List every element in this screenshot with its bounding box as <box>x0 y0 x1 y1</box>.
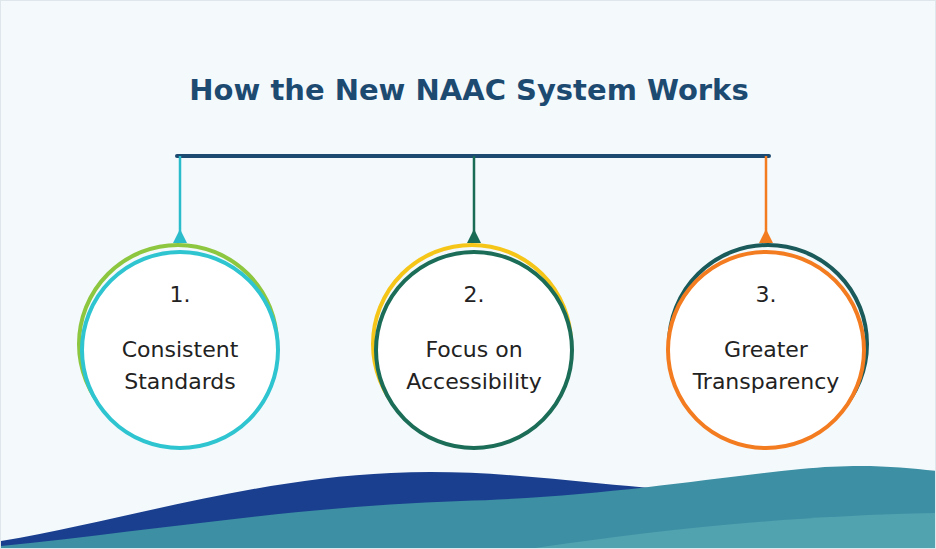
drop-line <box>179 156 182 233</box>
step-circle: 2. Focus on Accessibility <box>374 250 574 450</box>
main-ring <box>376 252 572 448</box>
step-number: 1. <box>80 282 280 307</box>
step-circle: 1. Consistent Standards <box>80 250 280 450</box>
wave-light <box>521 513 936 549</box>
arrow-tip <box>173 229 187 243</box>
arrow-tip <box>467 229 481 243</box>
wave-teal <box>1 466 936 549</box>
step-label: Consistent Standards <box>88 334 272 398</box>
arrow-tip <box>759 229 773 243</box>
diagram-title: How the New NAAC System Works <box>1 73 936 107</box>
step-number: 3. <box>666 282 866 307</box>
step-number: 2. <box>374 282 574 307</box>
main-ring <box>82 252 278 448</box>
main-ring <box>668 252 864 448</box>
step-label: Focus on Accessibility <box>382 334 566 398</box>
step-circle: 3. Greater Transparency <box>666 250 866 450</box>
step-label: Greater Transparency <box>674 334 858 398</box>
drop-line <box>473 156 476 233</box>
drop-line <box>765 156 768 233</box>
